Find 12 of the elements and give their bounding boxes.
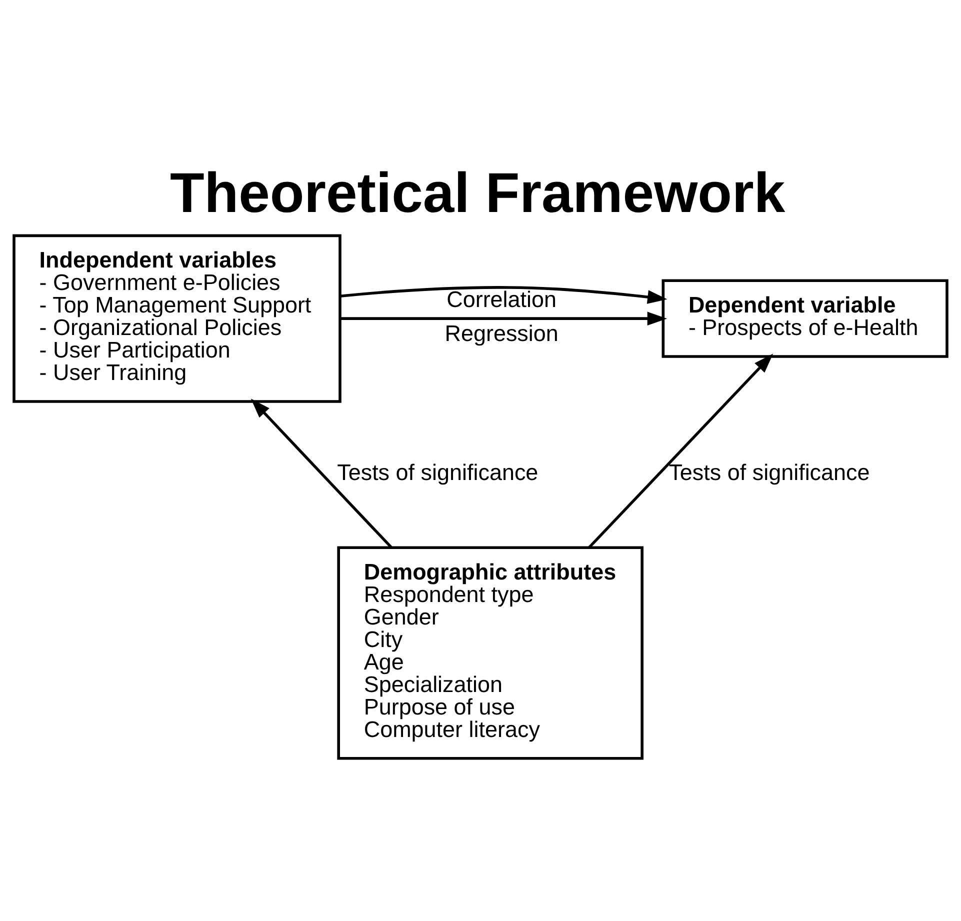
- arrow: [340, 286, 668, 304]
- diagram-title: Theoretical Framework: [170, 160, 786, 224]
- edge-label: Correlation: [446, 287, 557, 312]
- node-box: Dependent variable - Prospects of e-Health: [662, 279, 948, 358]
- node-box: Independent variables - Government e-Policies - Top Management Support - Organizational Policies - User Participation - User Training: [12, 234, 342, 403]
- edge-label: Tests of significance: [668, 460, 870, 485]
- arrow: [250, 398, 392, 548]
- edge-label: Regression: [444, 320, 558, 346]
- arrow: [588, 354, 774, 549]
- node-box: Demographic attributes Respondent type Gender City Age Specialization Purpose of use Computer literacy: [337, 546, 644, 760]
- arrow: [340, 312, 668, 326]
- edge-label: Tests of significance: [337, 460, 538, 485]
